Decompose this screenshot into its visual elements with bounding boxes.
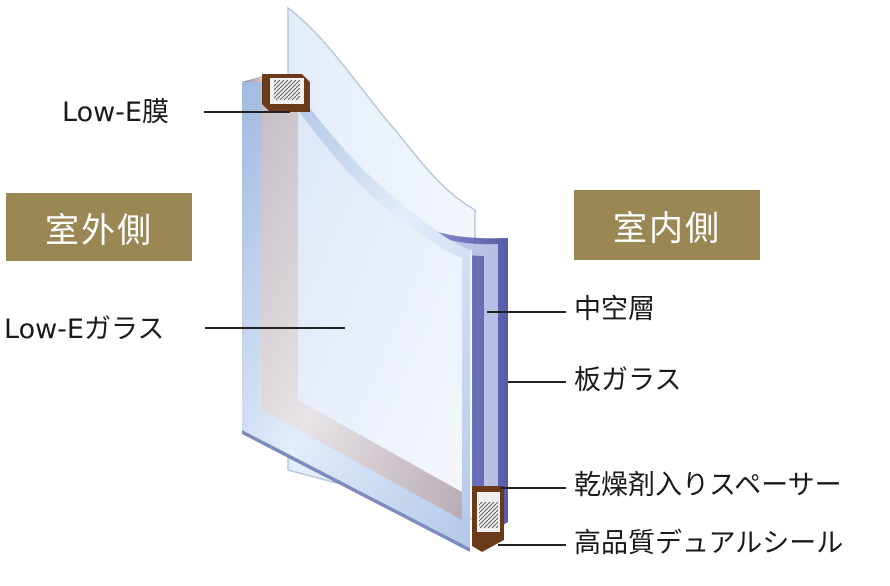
top-seal-block xyxy=(262,74,310,112)
bottom-edge xyxy=(242,430,470,552)
frame-band xyxy=(262,86,462,520)
inner-glass-area xyxy=(298,110,462,492)
bottom-seal-block xyxy=(472,486,504,552)
outdoor-side-badge: 室外側 xyxy=(6,193,192,261)
outdoor-side-label: 室外側 xyxy=(45,210,153,251)
lowe-film-label: Low-E膜 xyxy=(62,97,169,128)
air-layer-label: 中空層 xyxy=(574,294,655,325)
lowe-glass-label: Low-Eガラス xyxy=(4,314,165,345)
seal-label: 高品質デュアルシール xyxy=(574,528,844,559)
plate-glass-label: 板ガラス xyxy=(574,365,682,396)
indoor-side-badge: 室内側 xyxy=(574,190,760,260)
spacer-label: 乾燥剤入りスペーサー xyxy=(574,470,842,501)
indoor-side-label: 室内側 xyxy=(613,208,721,249)
